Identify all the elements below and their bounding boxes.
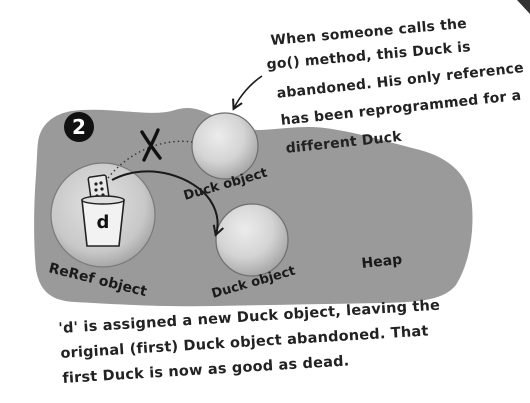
- corner-mark: [517, 0, 530, 14]
- heap-label: Heap: [361, 252, 403, 272]
- step-badge: [64, 112, 94, 142]
- duck-object-top: [191, 112, 259, 180]
- step-number: 2: [72, 115, 86, 139]
- duck-object-bottom: [215, 203, 289, 277]
- broken-reference-x-icon: [140, 128, 162, 162]
- new-reference-arrow: [111, 170, 218, 234]
- reference-variable-label: d: [97, 212, 110, 233]
- remote-control-icon: [81, 174, 125, 247]
- annotation-pointer: [234, 75, 263, 108]
